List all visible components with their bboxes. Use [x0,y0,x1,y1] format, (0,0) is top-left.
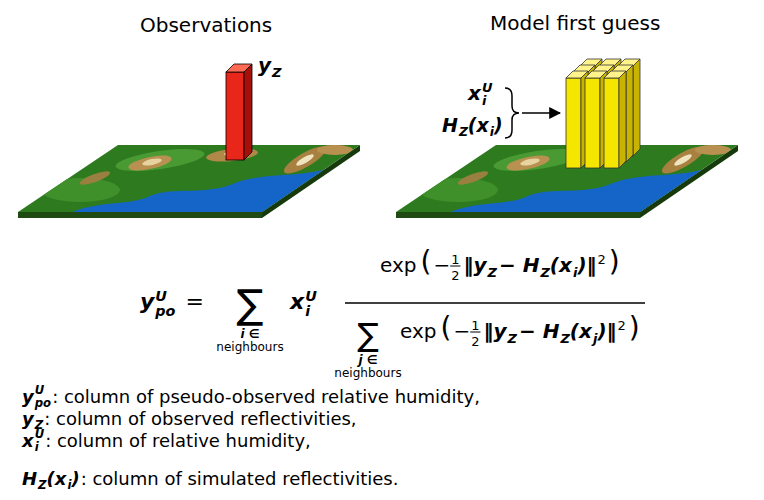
formula-denominator: − H [519,321,559,341]
formula-denominator: j [593,332,597,345]
formula-denominator: 2 [471,335,479,348]
formula-denominator: − [453,321,470,341]
formula-numerator: − H [499,255,539,275]
model-label: ) [494,116,503,135]
sum-symbol: ∑ [237,284,264,324]
definition-text: po [35,398,51,410]
sum-index: i ∈ [240,328,259,340]
model-label: H [442,116,458,135]
model-label: Z [459,126,468,138]
panel-heading: Observations [140,15,272,35]
formula-numerator: )‖ [577,255,596,275]
observation-bar [226,64,252,160]
pointer-arrow [522,112,560,114]
model-label: x [468,83,481,103]
formula-denominator: ‖y [483,321,506,341]
formula-numerator: 2 [451,269,459,282]
formula-numerator: 2 [598,253,606,266]
formula-term: y [140,291,154,313]
formula-numerator: exp [380,255,416,275]
formula-numerator: − [433,255,450,275]
terrain-map [10,140,372,222]
definition-text: x [22,432,34,450]
definition-text: U [35,385,45,397]
model-label: (x [468,116,489,135]
panel-heading: Model first guess [490,13,660,33]
sum-index: neighbours [334,367,401,379]
formula-term: i [305,304,310,318]
formula-numerator: Z [488,266,497,279]
definition-text: (x [47,470,67,488]
formula-numerator: 1 [451,253,459,266]
definition-text: : column of observed reflectivities, [44,410,356,428]
observation-label: Z [272,66,281,79]
definition-text: : column of simulated reflectivities. [81,470,399,488]
definition-text: Z [38,480,46,492]
formula-term: U [155,289,167,303]
formula-term: = [185,291,203,313]
model-columns [566,59,640,168]
formula-term: x [290,291,304,313]
formula-numerator: Z [540,266,549,279]
observation-label: y [258,55,271,75]
formula-numerator: (x [550,255,572,275]
formula-denominator: )‖ [597,321,616,341]
definition-text: : column of relative humidity, [45,432,311,450]
formula-numerator: ) [609,248,620,276]
definition-text: H [22,470,37,488]
formula-denominator: (x [570,321,592,341]
formula-term: U [305,289,317,303]
formula-denominator: exp [400,321,436,341]
formula-denominator: ( [440,314,451,342]
sum-index: j ∈ [358,354,377,366]
definition-text: y [22,388,34,406]
model-label: i [482,94,486,107]
formula-numerator: i [573,266,577,279]
definition-text: i [67,480,71,492]
definition-text: y [22,410,34,428]
definition-text: ) [71,470,79,488]
formula-denominator: 2 [618,319,626,332]
formula-numerator: ( [420,248,431,276]
formula-term: po [155,304,175,318]
sum-index: neighbours [216,341,283,353]
curly-brace [505,88,519,138]
definition-text: i [35,442,39,454]
sum-symbol: ∑ [357,319,379,351]
formula-denominator: Z [560,332,569,345]
formula-numerator: ‖y [463,255,486,275]
formula-denominator: Z [508,332,517,345]
model-label: U [482,81,493,94]
model-column [604,71,626,168]
model-label: i [490,126,494,138]
definition-text: : column of pseudo-observed relative hum… [52,388,480,406]
definition-text: U [35,429,45,441]
formula-denominator: 1 [471,319,479,332]
fraction-bar [345,302,645,303]
formula-denominator: ) [629,314,640,342]
